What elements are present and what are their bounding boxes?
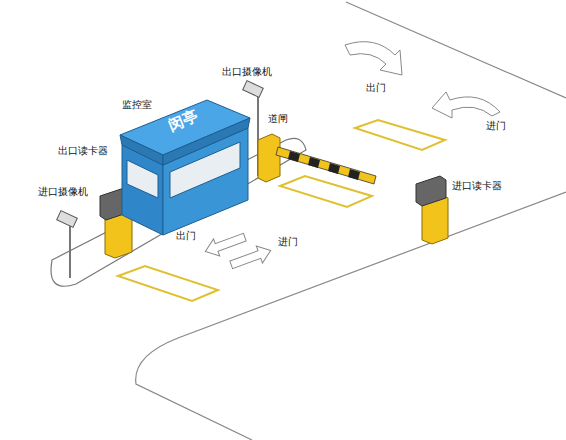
turn-arrow (432, 92, 500, 118)
camera (243, 81, 264, 98)
callout-label: 出口摄像机 (222, 66, 272, 78)
callout-label: 进门 (486, 120, 506, 132)
callout-label: 出门 (366, 82, 386, 94)
lane-arrow (202, 229, 248, 260)
induction-loop (280, 176, 372, 207)
callout-label: 进口读卡器 (452, 180, 502, 192)
callout-label: 出口读卡器 (58, 145, 108, 157)
callout-label: 进口摄像机 (38, 186, 88, 198)
barrier-arm (276, 147, 376, 184)
room-label: 监控室 (122, 99, 152, 111)
card-reader (416, 176, 446, 206)
booth-window (127, 160, 158, 198)
barrier-box (258, 134, 280, 182)
callout-label: 进门 (278, 236, 298, 248)
camera (57, 211, 78, 228)
guard-booth: 监控室闵亭 (118, 98, 253, 243)
induction-loop (118, 266, 218, 301)
road-edge (346, 2, 566, 98)
camera-pole (69, 226, 71, 278)
booth-roof-edge (120, 135, 163, 165)
induction-loop (355, 120, 445, 150)
turn-arrow (345, 42, 402, 75)
lane-arrow (228, 242, 274, 273)
callout-label: 道闸 (268, 113, 288, 125)
road-edge (136, 192, 566, 440)
callout-label: 出门 (176, 230, 196, 242)
